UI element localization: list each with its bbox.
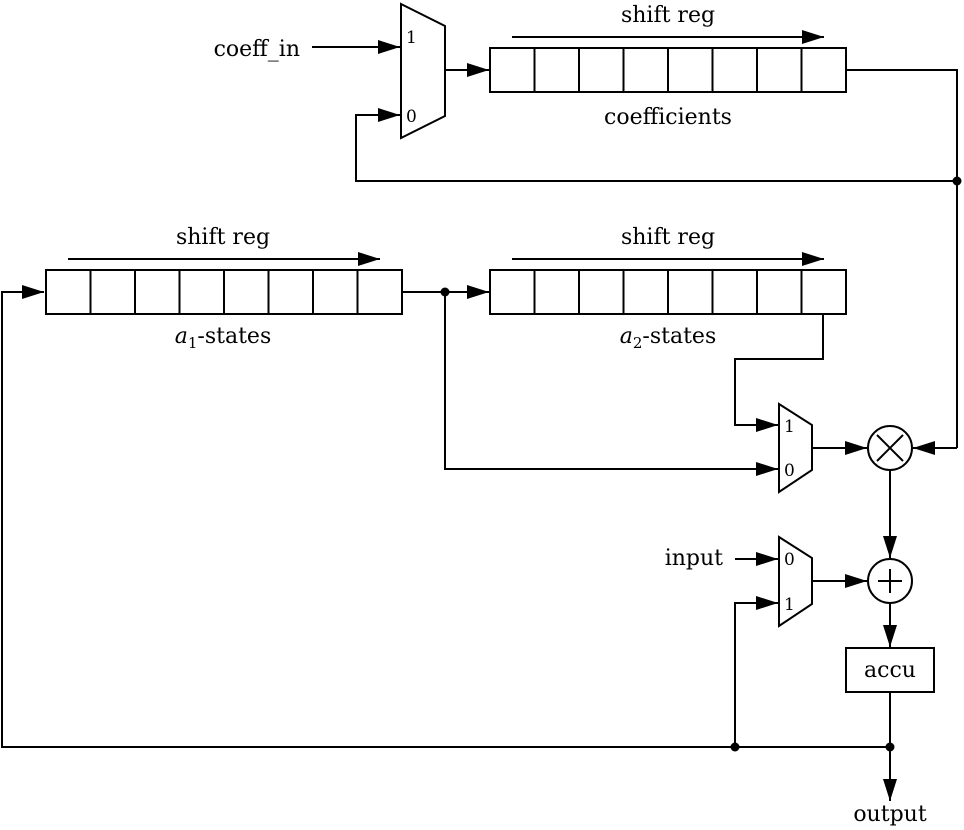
state-mux [778, 402, 813, 494]
a2-states-label: a2-states [620, 324, 717, 352]
feedback-to-input-mux-wire [734, 596, 778, 747]
input-label: input [665, 546, 723, 571]
register-cell [134, 269, 181, 315]
register-cell [223, 269, 270, 315]
a2-to-state-mux-wire [734, 314, 824, 432]
a2-shift-reg-label: shift reg [621, 225, 715, 250]
register-cell [667, 47, 714, 93]
register-cell [756, 47, 803, 93]
register-cell [800, 269, 847, 315]
a1-states-label: a1-states [175, 324, 272, 352]
register-cell [578, 47, 625, 93]
register-cell [711, 47, 758, 93]
output-junction [885, 742, 895, 752]
a1-states-register [45, 269, 403, 315]
register-cell [178, 269, 225, 315]
coeff-mux-pin-bottom: 0 [406, 107, 417, 127]
accu-label: accu [864, 658, 916, 683]
accu-feedback-wire [1, 285, 890, 748]
coefficients-label: coefficients [604, 105, 732, 130]
coeff-in-label: coeff_in [214, 37, 300, 62]
register-cell [756, 269, 803, 315]
state-mux-pin-top: 1 [784, 417, 795, 437]
register-cell [356, 269, 403, 315]
coefficients-register [489, 47, 847, 93]
register-cell [578, 269, 625, 315]
register-cell [45, 269, 92, 315]
register-cell [711, 269, 758, 315]
coeff-shift-reg-label: shift reg [621, 3, 715, 28]
output-label: output [853, 802, 927, 827]
register-cell [267, 269, 314, 315]
feedback-junction [730, 742, 740, 752]
state-mux-pin-bottom: 0 [784, 461, 795, 481]
register-cell [533, 47, 580, 93]
register-cell [489, 47, 536, 93]
register-cell [667, 269, 714, 315]
coeff-feedback-wire [355, 108, 957, 182]
register-cell [312, 269, 359, 315]
a1-shift-reg-label: shift reg [176, 225, 270, 250]
a1-to-state-mux-wire [444, 292, 778, 476]
register-cell [489, 269, 536, 315]
input-mux-pin-top: 0 [784, 550, 795, 570]
coeff-register-output-wire [846, 69, 958, 448]
register-cell [89, 269, 136, 315]
coeff-feedback-junction [952, 176, 962, 186]
coeff-mux-pin-top: 1 [406, 28, 417, 48]
register-cell [533, 269, 580, 315]
input-mux-pin-bottom: 1 [784, 595, 795, 615]
register-cell [800, 47, 847, 93]
input-mux [778, 535, 813, 628]
multiply-icon-stroke-2 [876, 434, 904, 462]
a2-states-register [489, 269, 847, 315]
register-cell [622, 47, 669, 93]
register-cell [622, 269, 669, 315]
coeff-mux [400, 2, 446, 140]
